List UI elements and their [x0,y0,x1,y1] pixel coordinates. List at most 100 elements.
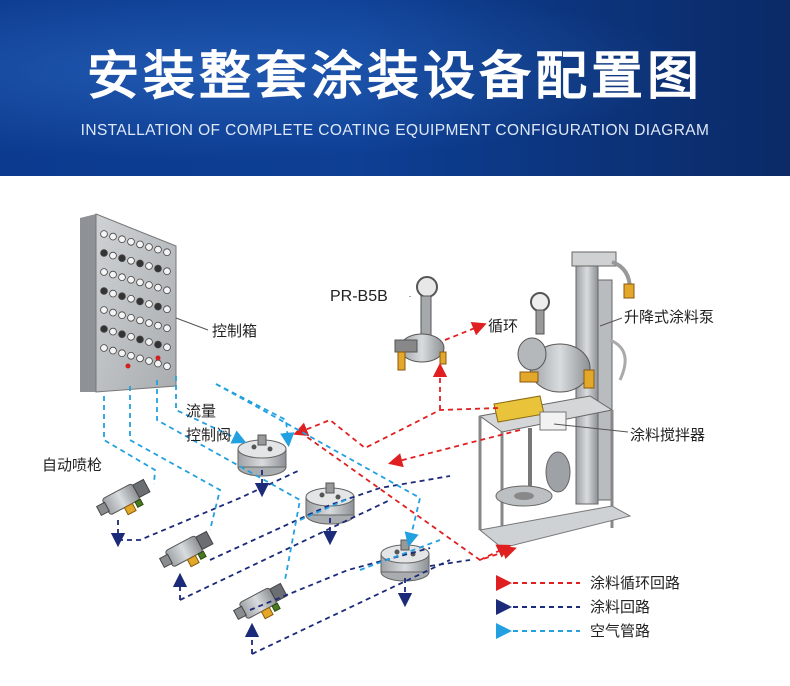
legend-label-paint-return: 涂料回路 [590,598,650,616]
cabinet-knob-icon [100,325,108,333]
page-title: 安装整套涂装设备配置图 [86,47,703,107]
page-subtitle: INSTALLATION OF COMPLETE COATING EQUIPME… [80,122,710,139]
cabinet-knob-icon [127,332,135,341]
cabinet-knob-icon [100,287,108,295]
cabinet-knob-icon [136,297,144,306]
cabinet-knob-icon [127,313,135,322]
cabinet-knob-icon [136,335,144,344]
cabinet-knob-icon [136,316,144,325]
red-pipe-line [444,321,487,341]
cabinet-knob-icon [109,346,117,355]
legend-label-air: 空气管路 [590,622,650,640]
cabinet-knob-icon [118,273,126,282]
cabinet-knob-icon [163,267,171,276]
indicator-light-icon [155,355,161,361]
equipment-diagram: 控制箱 PR-B5B 循环 升降式涂料泵 流量 控制阀 自动喷枪 涂料搅拌器 涂… [42,213,714,655]
circulation-label: 循环 [488,317,518,335]
red-pipe-line [388,429,521,468]
diaphragm-pump-icon [394,276,447,371]
cabinet-knob-icon [136,259,144,268]
cabinet-knob-icon [100,306,108,314]
mixer-label: 涂料搅拌器 [630,426,705,444]
cabinet-knob-icon [109,251,117,260]
cabinet-knob-icon [136,240,144,249]
cyan-pipe-line [156,380,302,581]
cabinet-knob-icon [100,344,108,352]
header-banner: 安装整套涂装设备配置图 INSTALLATION OF COMPLETE COA… [0,0,790,176]
cabinet-knob-icon [118,235,126,244]
cabinet-knob-icon [145,262,153,270]
navy-pipe-line [209,475,451,561]
cabinet-knob-icon [118,330,126,339]
cabinet-knob-icon [109,327,117,336]
red-pipe-line [479,544,512,561]
lift-pump-icon [517,251,635,505]
cabinet-knob-icon [100,230,108,238]
cyan-pipe-line [175,376,247,444]
navy-pipe-line [429,559,471,567]
pump-model-label: PR-B5B [330,288,388,305]
control-box-label: 控制箱 [212,322,257,340]
cabinet-knob-icon [163,362,171,371]
cyan-pipe-line [129,386,222,531]
cyan-pipe-line [215,383,422,548]
cabinet-knob-icon [136,354,144,363]
paint-mixer-icon [478,395,632,549]
cabinet-knob-icon [118,292,126,301]
cabinet-knob-icon [145,357,153,365]
cabinet-knob-icon [127,256,135,265]
cabinet-knob-icon [154,340,162,349]
cabinet-knob-icon [118,254,126,263]
cyan-pipe-line [103,396,156,485]
flow-valve-label-line2: 控制阀 [186,426,231,444]
cabinet-knob-icon [100,268,108,276]
cabinet-knob-icon [109,308,117,317]
auto-spray-gun-icon [232,582,288,621]
navy-pipe-line [179,499,391,601]
cyan-pipe-line [299,497,351,521]
cabinet-knob-icon [109,270,117,279]
cabinet-knob-icon [154,359,162,368]
indicator-light-icon [125,363,131,369]
red-pipe-line [293,407,499,450]
cabinet-knob-icon [145,338,153,346]
cabinet-knob-icon [127,294,135,303]
cabinet-knob-icon [154,283,162,292]
cabinet-knob-icon [145,281,153,289]
cabinet-knob-icon [163,248,171,257]
cabinet-knob-icon [127,351,135,360]
auto-gun-label: 自动喷枪 [42,456,102,474]
cabinet-knob-icon [145,243,153,251]
cabinet-knob-icon [127,238,135,246]
cabinet-knob-icon [154,302,162,311]
cabinet-knob-icon [163,343,171,352]
legend: 涂料循环回路 涂料回路 空气管路 [496,574,680,640]
cabinet-knob-icon [163,286,171,295]
auto-spray-gun-icon [95,478,151,517]
navy-pipe-line [251,559,451,655]
legend-label-paint-circulation: 涂料循环回路 [590,574,680,592]
lift-pump-label: 升降式涂料泵 [624,308,714,326]
cyan-pipe-line [215,383,295,448]
flow-control-valve-icon [305,482,355,525]
cabinet-knob-icon [127,275,135,284]
cabinet-knob-icon [145,319,153,327]
cabinet-knob-icon [145,300,153,308]
cabinet-knob-icon [154,264,162,273]
navy-pipe-line [249,547,431,611]
control-cabinet-icon [80,213,209,393]
navy-pipe-line [118,469,301,541]
cabinet-knob-icon [100,249,108,257]
cabinet-knob-icon [163,305,171,314]
cabinet-knob-icon [118,349,126,358]
cabinet-knob-icon [118,311,126,320]
cabinet-knob-icon [154,321,162,330]
flow-control-valve-icon [237,434,287,477]
cabinet-knob-icon [154,245,162,254]
header-glow [0,0,790,176]
cabinet-knob-icon [136,278,144,287]
cabinet-knob-icon [109,232,117,241]
auto-spray-gun-icon [158,530,214,569]
cabinet-knob-icon [109,289,117,298]
flow-valve-label-line1: 流量 [186,402,216,420]
